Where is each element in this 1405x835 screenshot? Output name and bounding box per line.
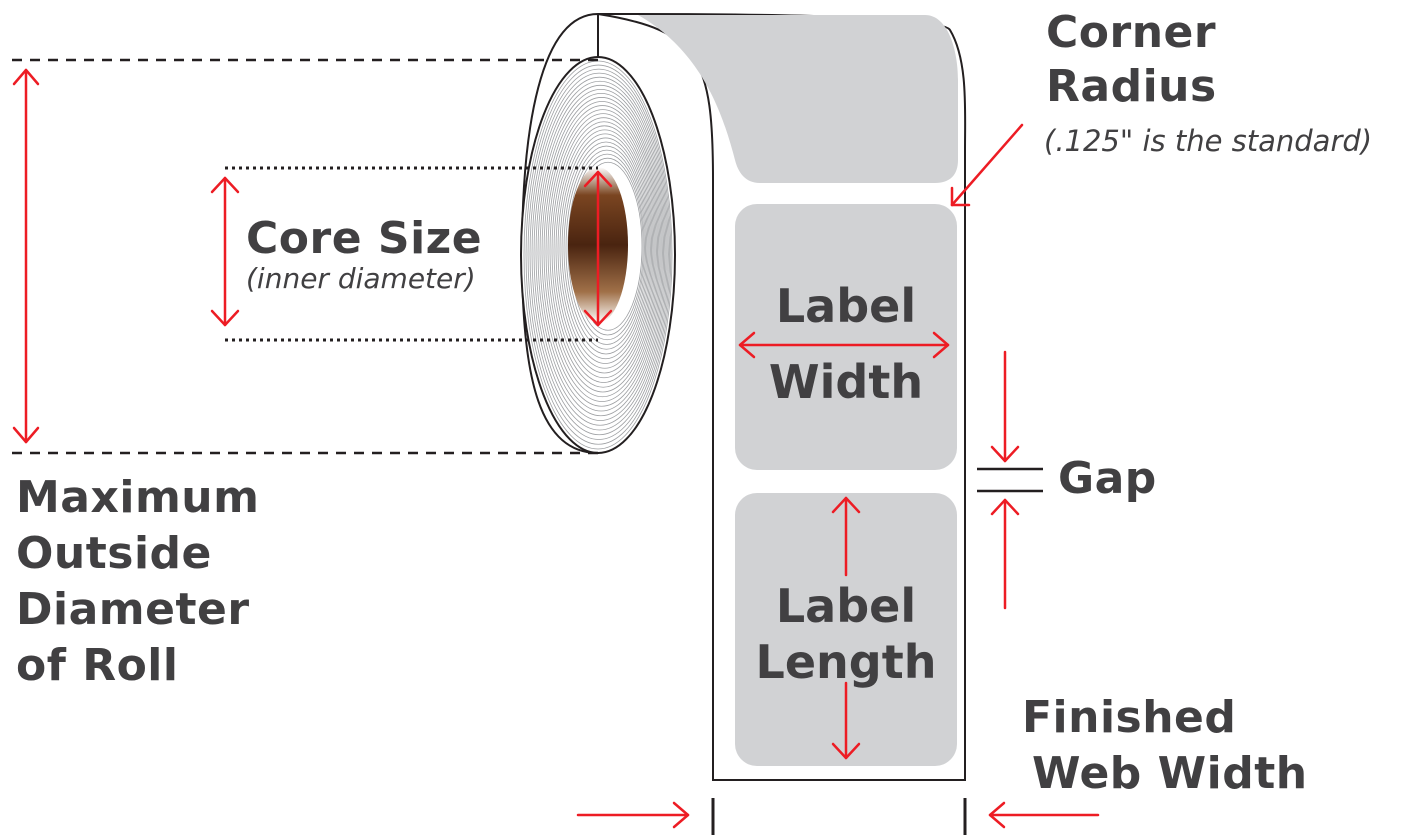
gap-arrow-top <box>990 350 1020 463</box>
max-diameter-title: Maximum Outside Diameter of Roll <box>16 470 259 694</box>
roll-ring <box>555 125 654 374</box>
roll-ring <box>533 80 667 426</box>
roll-ring <box>541 97 662 407</box>
roll-ring <box>553 121 655 379</box>
label-length-line1: Label <box>775 579 917 633</box>
web-width-line2: Web Width <box>1032 748 1308 799</box>
roll-ring <box>543 101 661 402</box>
roll-ring <box>535 84 666 421</box>
roll-ring <box>559 133 651 364</box>
roll-ring <box>561 137 650 360</box>
dimension-arrows <box>12 68 1100 829</box>
web-width-arrow-right <box>988 801 1100 829</box>
label-shape-2 <box>735 493 957 766</box>
corner-radius-line1: Corner <box>1046 7 1217 58</box>
label-width-line1: Label <box>775 279 917 333</box>
web-width-arrow-left <box>576 801 690 829</box>
label-shape-1 <box>735 204 957 470</box>
roll-ring <box>549 113 657 388</box>
max-diameter-line3: Diameter <box>16 584 250 635</box>
roll-ring <box>539 92 663 412</box>
label-length-text: Label Length <box>735 578 957 690</box>
outer-diameter-arrow <box>12 68 40 444</box>
label-length-arrow-top <box>831 496 861 577</box>
roll-ring <box>567 149 646 345</box>
top-label-shape <box>638 15 958 183</box>
gap-arrow-bottom <box>990 498 1020 610</box>
label-width-arrow <box>738 331 950 359</box>
web-width-ticks <box>711 798 967 835</box>
roll-ring <box>531 76 668 431</box>
max-diameter-line1: Maximum <box>16 472 260 523</box>
core-size-guides <box>225 166 598 342</box>
roll-ring <box>523 60 673 450</box>
roll-ring <box>557 129 652 369</box>
corner-radius-line2: Radius <box>1046 61 1217 112</box>
roll-ring <box>537 88 664 417</box>
roll-ring <box>527 68 671 440</box>
roll-ring <box>529 72 669 436</box>
roll-ring <box>545 105 660 398</box>
corner-radius-note: (.125" is the standard) <box>1044 124 1373 158</box>
roll-ring <box>525 64 672 445</box>
roll-ring <box>551 117 656 383</box>
core-size-arrow <box>210 176 240 327</box>
label-width-line2: Width <box>768 355 924 409</box>
web-width-line1: Finished <box>1022 692 1237 743</box>
core-size-note: (inner diameter) <box>246 262 476 295</box>
web-width-title: Finished Web Width <box>1022 690 1308 802</box>
gap-marker <box>977 467 1043 493</box>
corner-radius-arrow <box>950 123 1024 207</box>
max-diameter-line4: of Roll <box>16 640 179 691</box>
corner-radius-title: Corner Radius <box>1046 6 1217 114</box>
roll-ring <box>565 145 648 350</box>
gap-label: Gap <box>1058 453 1157 504</box>
outer-diameter-guides <box>12 58 598 455</box>
label-length-line2: Length <box>755 635 937 689</box>
roll-ring <box>563 141 649 355</box>
label-width-text: Label Width <box>735 278 957 410</box>
core-hole-arrow <box>583 170 613 327</box>
roll-ring <box>547 109 658 393</box>
label-length-arrow-bottom <box>831 681 861 760</box>
core-size-title: Core Size <box>246 213 483 264</box>
max-diameter-line2: Outside <box>16 528 212 579</box>
